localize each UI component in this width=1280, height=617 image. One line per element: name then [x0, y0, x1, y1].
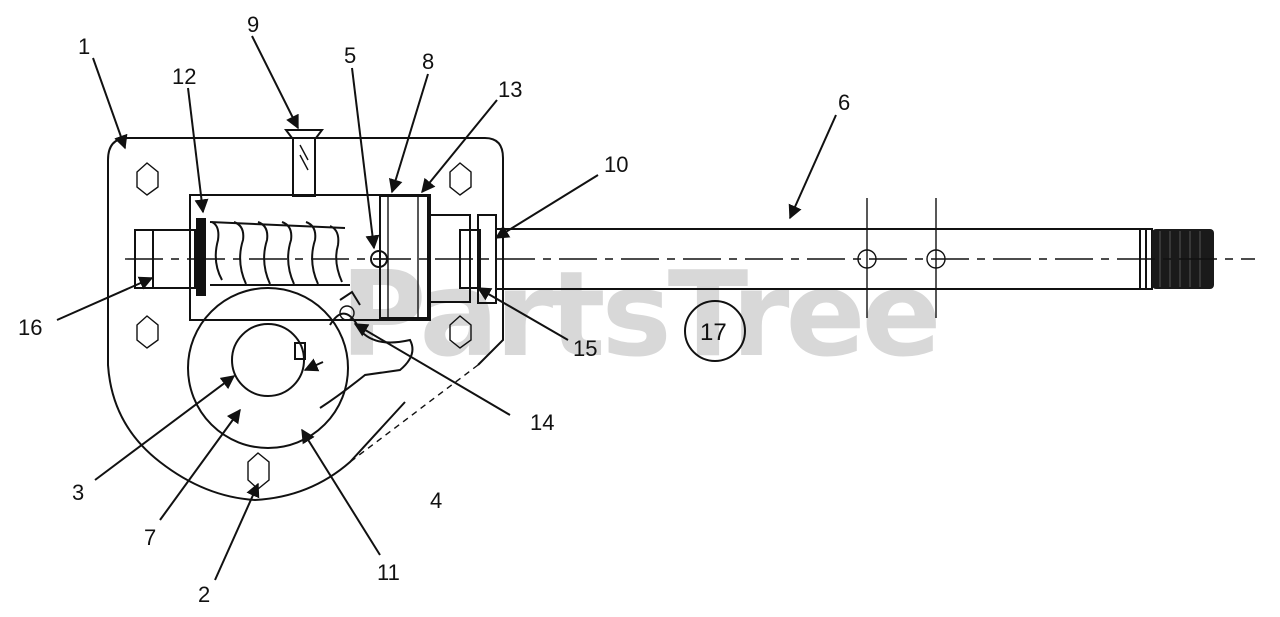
callout-1: 1: [78, 34, 90, 59]
callout-16: 16: [18, 315, 42, 340]
callout-6: 6: [838, 90, 850, 115]
bolt-hole-top-left: [136, 162, 159, 196]
keyway: [294, 342, 306, 360]
callout-17: 17: [700, 319, 727, 346]
grease-fitting: [284, 129, 324, 197]
sector-gear: [187, 287, 414, 449]
seal-ring: [196, 218, 206, 296]
bolt-hole-bottom-left: [136, 315, 159, 349]
callout-11: 11: [377, 560, 400, 585]
bolt-hole-top-right: [449, 162, 472, 196]
input-shaft-stub: [134, 218, 206, 296]
callout-14: 14: [530, 410, 554, 435]
callout-7: 7: [144, 525, 156, 550]
callout-9: 9: [247, 12, 259, 37]
callout-4: 4: [430, 488, 442, 513]
callout-3: 3: [72, 480, 84, 505]
callout-12: 12: [172, 64, 196, 89]
bolt-hole-bottom-right: [449, 315, 472, 349]
callout-10: 10: [604, 152, 628, 177]
callout-8: 8: [422, 49, 434, 74]
callout-15: 15: [573, 336, 597, 361]
callout-13: 13: [498, 77, 522, 102]
callout-labels: 1 9 12 5 8 13 10 6 16 15 14 3 4 7 11 2 1…: [18, 12, 850, 607]
bolt-hole-bottom: [247, 452, 270, 490]
watermark: PartsTree: [340, 245, 938, 383]
housing-plate: [107, 137, 504, 502]
callout-5: 5: [344, 43, 356, 68]
worm-thread: [209, 221, 350, 286]
callout-2: 2: [198, 582, 210, 607]
leader-lines: [56, 35, 837, 581]
callout-17-circle: [684, 300, 746, 362]
